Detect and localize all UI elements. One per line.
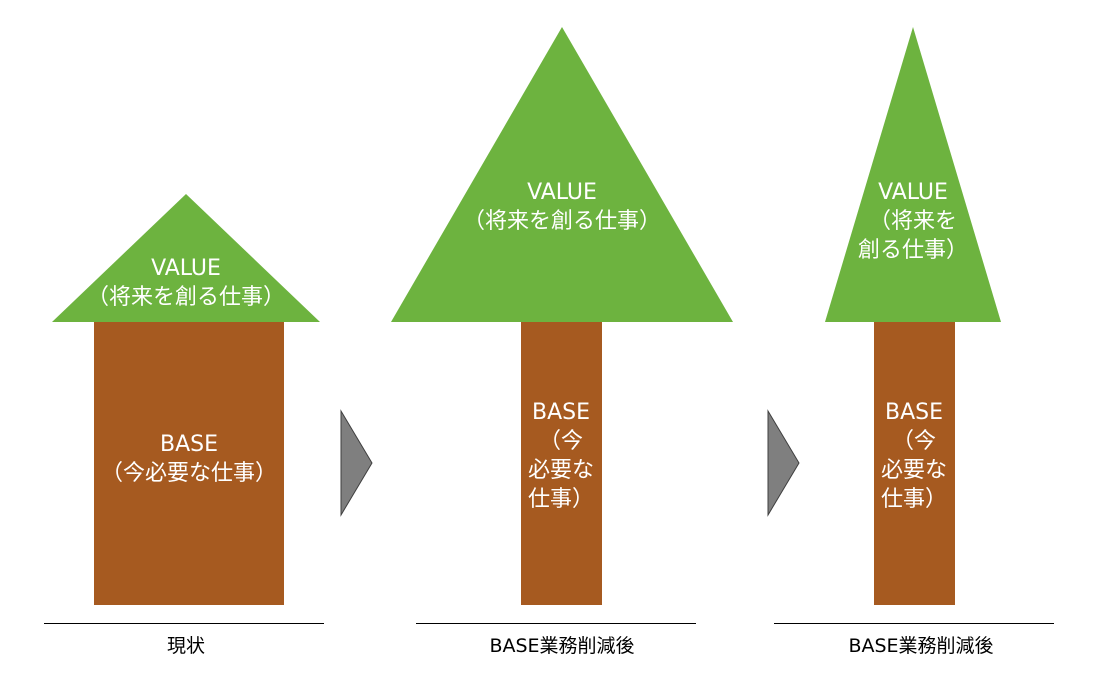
- base-label-3: BASE （今 必要な 仕事）: [880, 400, 948, 512]
- base-rect-1: [94, 322, 284, 605]
- caption-underline-1: [44, 623, 324, 624]
- value-label-1: VALUE （将来を創る仕事）: [86, 256, 286, 310]
- transition-arrow-1: [340, 409, 373, 517]
- caption-underline-3: [774, 623, 1054, 624]
- base-label-2: BASE （今 必要な 仕事）: [527, 400, 595, 512]
- caption-after-reduction-1: BASE業務削減後: [489, 635, 635, 657]
- value-label-3: VALUE （将来を 創る仕事）: [857, 180, 969, 263]
- caption-current: 現状: [166, 635, 206, 657]
- transition-arrow-2: [767, 409, 800, 517]
- value-triangle-1: [52, 194, 320, 322]
- value-triangle-3: [825, 27, 1001, 322]
- caption-underline-2: [416, 623, 696, 624]
- base-rect-2: [521, 322, 602, 605]
- value-triangle-2: [391, 27, 733, 322]
- base-rect-3: [874, 322, 955, 605]
- base-label-1: BASE （今必要な仕事）: [100, 432, 278, 486]
- caption-after-reduction-2: BASE業務削減後: [848, 635, 994, 657]
- value-label-2: VALUE （将来を創る仕事）: [462, 180, 662, 234]
